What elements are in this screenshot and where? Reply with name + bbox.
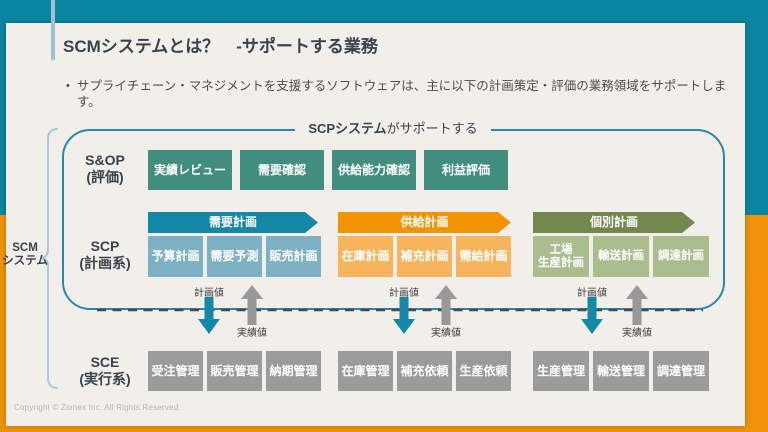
scp-box: 販売計画 (266, 236, 321, 277)
plan-value-label: 計画値 (389, 288, 419, 299)
scp-box: 工場 生産計画 (533, 236, 589, 277)
row-label-scp: SCP (計画系) (62, 238, 148, 272)
container-label-rest: がサポートする (386, 121, 478, 136)
row-label-sce-line1: SCE (90, 354, 120, 370)
actual-value-label: 実績値 (237, 328, 267, 339)
row-label-sce: SCE (実行系) (62, 354, 148, 388)
bullet-icon: • (66, 80, 70, 92)
side-label-line2: システム (2, 255, 48, 267)
scp-group-banner-supply: 供給計画 (338, 212, 511, 233)
sop-box: 利益評価 (424, 150, 508, 190)
row-label-scp-line2: (計画系) (79, 255, 131, 271)
sop-box: 実績レビュー (148, 150, 232, 190)
sce-box: 販売管理 (207, 351, 262, 391)
scp-box: 調達計画 (653, 236, 709, 277)
sop-box: 供給能力確認 (332, 150, 416, 190)
scp-box: 需給計画 (456, 236, 511, 277)
sce-box: 調達管理 (653, 351, 709, 391)
sce-box: 納期管理 (266, 351, 321, 391)
scp-box: 輸送計画 (593, 236, 649, 277)
scm-system-side-label: SCM システム (2, 242, 48, 268)
scp-group-banner-demand: 需要計画 (148, 212, 318, 233)
sce-box: 生産依頼 (456, 351, 511, 391)
scp-box: 需要予測 (207, 236, 262, 277)
scp-box: 予算計画 (148, 236, 203, 277)
sce-box: 生産管理 (533, 351, 589, 391)
copyright-text: Copyright © Zionex Inc. All Rights Reser… (14, 403, 181, 412)
sce-box: 輸送管理 (593, 351, 649, 391)
sop-box: 需要確認 (240, 150, 324, 190)
row-label-sop-line1: S&OP (85, 152, 125, 168)
sce-box: 補充依頼 (397, 351, 452, 391)
sce-box: 在庫管理 (338, 351, 393, 391)
title-accent-bar (51, 0, 55, 60)
intro-bullet-text: サプライチェーン・マネジメントを支援するソフトウェアは、主に以下の計画策定・評価… (76, 79, 727, 109)
row-label-scp-line1: SCP (90, 238, 120, 254)
scp-group-banner-individual: 個別計画 (533, 212, 695, 233)
sce-box: 受注管理 (148, 351, 203, 391)
intro-bullet: • サプライチェーン・マネジメントを支援するソフトウェアは、主に以下の計画策定・… (66, 78, 736, 110)
actual-value-label: 実績値 (431, 328, 461, 339)
plan-value-label: 計画値 (577, 288, 607, 299)
row-label-sop-line2: (評価) (86, 169, 124, 185)
row-label-sce-line2: (実行系) (79, 371, 131, 387)
container-label-bold: SCPシステム (308, 121, 387, 136)
scp-system-container-label: SCPシステムがサポートする (295, 120, 491, 138)
plan-value-label: 計画値 (194, 288, 224, 299)
side-label-line1: SCM (12, 242, 38, 254)
row-label-sop: S&OP (評価) (62, 152, 148, 186)
actual-value-label: 実績値 (622, 328, 652, 339)
scp-box: 在庫計画 (338, 236, 393, 277)
scp-box: 補充計画 (397, 236, 452, 277)
page-title: SCMシステムとは？ -サポートする業務 (63, 37, 378, 56)
